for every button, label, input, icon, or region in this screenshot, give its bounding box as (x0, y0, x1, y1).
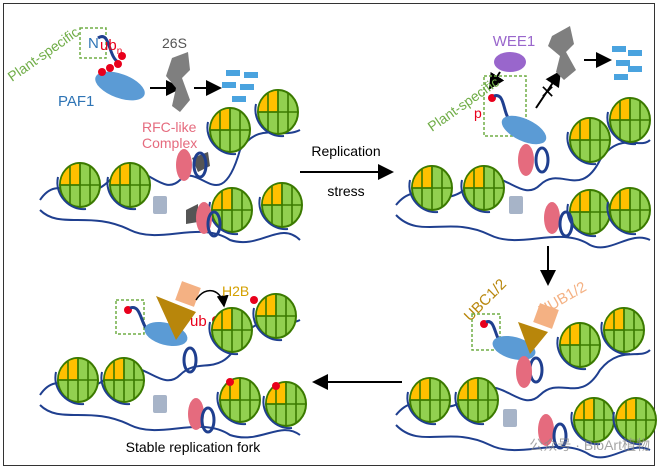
polymerase (503, 409, 517, 427)
nucleosome (406, 377, 451, 426)
ub-chain-dot (118, 52, 126, 60)
plant-specific-box (471, 313, 501, 351)
wee1-label: WEE1 (493, 33, 536, 50)
nucleosome (54, 357, 99, 406)
nucleosome (206, 107, 251, 156)
ub-chain-dot (114, 60, 122, 68)
rfc-complex (516, 356, 532, 388)
panel-initial-state: Plant-specific N ubn PAF1 26S RFC-like C… (5, 24, 303, 243)
paf1-protein (501, 115, 547, 145)
peptide-fragments (612, 46, 642, 80)
ubc-protein (156, 296, 196, 340)
replication-stress-line1: Replication (311, 143, 380, 159)
proteasome-small (186, 204, 198, 224)
phospho-label: p (474, 105, 482, 121)
nucleosome (556, 322, 601, 371)
polymerase (153, 196, 167, 214)
dna-strand (395, 424, 651, 459)
nucleosome (252, 293, 297, 342)
proteasome-26s (548, 26, 576, 80)
h2b-ub-site (226, 378, 234, 386)
pcna-clamp (534, 146, 550, 174)
nucleosome (254, 89, 299, 138)
nucleosome (100, 357, 145, 406)
proteasome-26s (166, 52, 190, 112)
replication-stress-line2: stress (327, 183, 364, 199)
plant-specific-label: Plant-specific (425, 74, 502, 135)
pcna-clamp (200, 406, 216, 434)
paf1-label: PAF1 (58, 93, 94, 110)
dna-strand (39, 404, 301, 439)
rfc-label-line1: RFC-like (142, 119, 197, 135)
rfc-label-line2: Complex (142, 135, 197, 151)
rfc-complex (518, 144, 534, 176)
hub-protein (175, 281, 201, 307)
nucleosome (262, 381, 307, 430)
nucleosome (600, 307, 645, 356)
plant-specific-box (483, 75, 527, 137)
h2b-ub-site (272, 382, 280, 390)
paf1-n-tail (97, 34, 120, 64)
ubc-label: UBC1/2 (461, 276, 510, 325)
panel-replication-stress: WEE1 Plant-specific p ✕ (395, 26, 651, 249)
nucleosome (566, 189, 611, 238)
plant-specific-label: Plant-specific (5, 24, 82, 85)
phosphorylation-arrow (488, 71, 505, 90)
blocked-degradation-arrow (535, 70, 562, 109)
peptide-fragments (222, 70, 258, 102)
nucleosome (606, 187, 651, 236)
nucleosome (106, 162, 151, 211)
block-mark: ✕ (540, 82, 555, 102)
ub-chain-dot (106, 64, 114, 72)
dna-strand (395, 214, 651, 249)
h2b-ub-site (250, 296, 258, 304)
ub-transfer-arrow (195, 289, 229, 308)
paf1-protein (492, 335, 536, 361)
watermark: 公众号 · BioArt植物 (529, 437, 650, 453)
hub-protein (533, 303, 559, 329)
paf1-protein (95, 71, 145, 101)
wee1-protein (494, 52, 526, 72)
ub-chain-dot (98, 68, 106, 76)
panel-ubiquitination: UBC1/2 HUB1/2 (395, 276, 657, 459)
ub-label: ub (190, 313, 207, 330)
stable-fork-label: Stable replication fork (126, 439, 262, 455)
ubc-protein (518, 322, 548, 354)
nucleosome (408, 165, 453, 214)
nucleosome (216, 377, 261, 426)
proteasome-label: 26S (162, 35, 187, 51)
nucleosome (208, 307, 253, 356)
h2b-label: H2B (222, 283, 249, 299)
rfc-complex (176, 149, 192, 181)
nucleosome (566, 117, 611, 166)
nucleosome (454, 377, 499, 426)
nucleosome (460, 165, 505, 214)
plant-specific-box (115, 299, 145, 335)
rfc-complex (544, 202, 560, 234)
polymerase (153, 395, 167, 413)
panel-stable-fork: ub H2B Stable replication fork (39, 281, 307, 455)
nucleosome (606, 97, 651, 146)
n-terminus-label: N (88, 35, 99, 52)
nucleosome (56, 162, 101, 211)
dna-strand (39, 209, 301, 243)
plant-specific-box (79, 27, 107, 59)
pcna-clamp (558, 210, 574, 238)
polymerase (509, 196, 523, 214)
nucleosome (258, 182, 303, 231)
ubn-label: ubn (100, 37, 122, 57)
